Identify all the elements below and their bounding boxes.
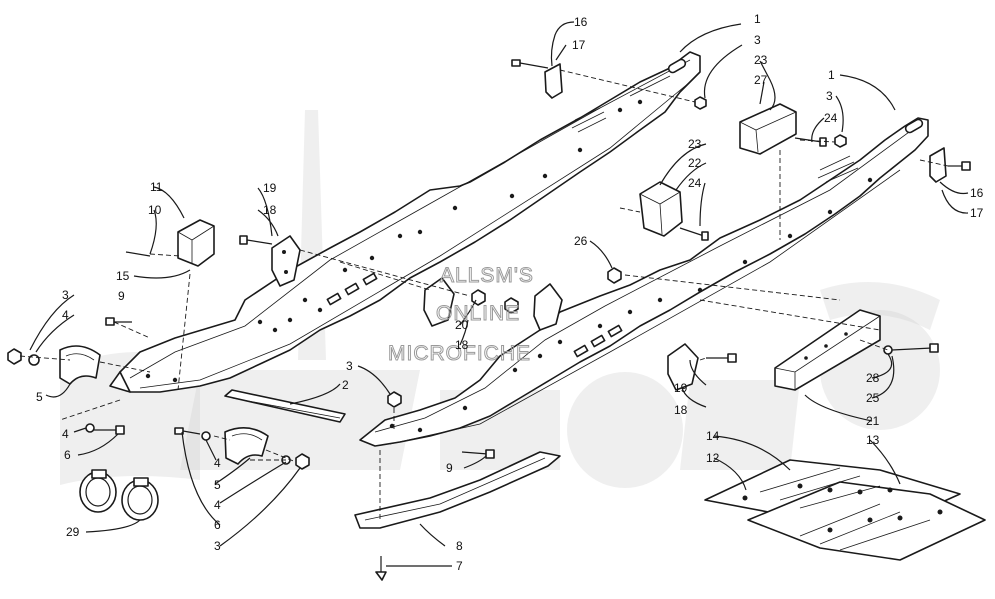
bracket-18-left (271, 235, 301, 287)
callout-20: 20 (455, 318, 469, 332)
callout-3: 3 (214, 539, 221, 553)
stop-block-10 (177, 219, 215, 267)
slide-8 (354, 451, 561, 529)
callout-24: 24 (688, 176, 702, 190)
callout-3: 3 (62, 288, 69, 302)
stop-block-22 (639, 181, 683, 237)
callout-16: 16 (970, 186, 984, 200)
callout-8: 8 (456, 539, 463, 553)
left-rail (109, 51, 701, 393)
callout-4: 4 (214, 498, 221, 512)
callout-6: 6 (214, 518, 221, 532)
callout-5: 5 (214, 478, 221, 492)
callout-9: 9 (118, 289, 125, 303)
callout-3: 3 (826, 89, 833, 103)
bracket-18-right (667, 343, 699, 391)
callout-19: 19 (263, 181, 277, 195)
callout-13: 13 (866, 433, 880, 447)
callout-19: 19 (674, 381, 688, 395)
watermark-line-2: ONLINE (436, 302, 520, 325)
callout-17: 17 (970, 206, 984, 220)
callout-25: 25 (866, 391, 880, 405)
callout-4: 4 (214, 456, 221, 470)
callout-1: 1 (754, 12, 761, 26)
callout-5: 5 (36, 390, 43, 404)
callout-3: 3 (754, 33, 761, 47)
track-section (704, 459, 986, 561)
callout-21: 21 (866, 414, 880, 428)
bumper-5-right (224, 427, 269, 465)
wear-strip-2 (224, 389, 346, 423)
callout-24: 24 (824, 111, 838, 125)
right-rail (359, 117, 929, 447)
callout-labels: 1 1 2 3 3 3 3 3 4 4 4 4 5 5 6 6 7 8 9 9 … (36, 12, 984, 573)
bracket-17-left (544, 63, 563, 99)
callout-4: 4 (62, 427, 69, 441)
watermark-line-3: MICROFICHE (388, 342, 531, 365)
watermark-line-1: ALLSM'S (440, 264, 534, 287)
callout-14: 14 (706, 429, 720, 443)
callout-18: 18 (455, 338, 469, 352)
callout-22: 22 (688, 156, 702, 170)
bracket-17-right (929, 147, 947, 183)
callout-1: 1 (828, 68, 835, 82)
callout-2: 2 (342, 378, 349, 392)
callout-27: 27 (754, 73, 768, 87)
callout-11: 11 (150, 180, 163, 194)
callout-23: 23 (688, 137, 702, 151)
callout-29: 29 (66, 525, 80, 539)
leader-lines (29, 21, 969, 567)
callout-10: 10 (148, 203, 162, 217)
stop-block-27 (739, 103, 797, 155)
callout-6: 6 (64, 448, 71, 462)
callout-23: 23 (754, 53, 768, 67)
callout-15: 15 (116, 269, 130, 283)
callout-12: 12 (706, 451, 720, 465)
callout-4: 4 (62, 308, 69, 322)
clamp-29 (79, 469, 159, 521)
alignment-lines (19, 69, 949, 520)
callout-18: 18 (674, 403, 688, 417)
watermark-text: ALLSM'S ONLINE MICROFICHE (388, 264, 534, 366)
callout-7: 7 (456, 559, 463, 573)
callout-17: 17 (572, 38, 586, 52)
callout-16: 16 (574, 15, 588, 29)
callout-18: 18 (263, 203, 277, 217)
callout-26: 26 (574, 234, 588, 248)
bracket-18-center (423, 277, 563, 331)
callout-3: 3 (346, 359, 353, 373)
cross-bar-21 (774, 309, 881, 391)
bumper-5-left (59, 345, 101, 385)
callout-9: 9 (446, 461, 453, 475)
callout-28: 28 (866, 371, 880, 385)
